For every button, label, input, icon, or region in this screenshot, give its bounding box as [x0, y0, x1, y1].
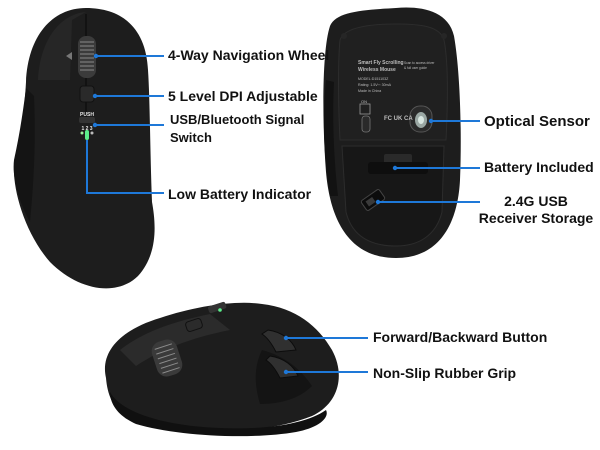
mouse-side-view — [104, 301, 339, 437]
sticker-origin: Made in China — [358, 89, 381, 93]
mouse-side-base — [110, 392, 327, 437]
battery-slot-ridge — [384, 154, 412, 164]
sticker-certification-marks: FC UK CA — [384, 116, 413, 122]
forward-button — [261, 329, 297, 353]
dpi-button — [79, 85, 95, 103]
mode-switch-button — [79, 117, 95, 123]
sticker-rating: Rating: 1.5V⎓ 30mA — [358, 83, 392, 87]
leader-low-battery — [86, 140, 164, 194]
sticker-scan-note-line1: Scan to access driver — [404, 61, 435, 65]
mouse-top-view — [13, 8, 155, 289]
label-optical-sensor: Optical Sensor — [484, 113, 590, 130]
side-dpi-button — [185, 318, 203, 332]
scroll-wheel-ridges — [80, 41, 94, 71]
bottom-sticker-text: Smart Fly Scrolling Wireless Mouse MODEL… — [358, 60, 435, 122]
label-forward-backward-button: Forward/Backward Button — [373, 329, 548, 345]
label-receiver-line1: 2.4G USB — [504, 193, 568, 209]
label-receiver-line2: Receiver Storage — [478, 210, 594, 226]
tilt-left-arrow-icon — [66, 52, 72, 60]
mode-numbers: 1 2 3 — [81, 126, 92, 132]
label-navigation-wheel: 4-Way Navigation Wheel — [168, 47, 330, 63]
power-switch — [361, 115, 371, 133]
mouse-top-highlight — [38, 12, 86, 80]
mode-indicator-dot-1 — [80, 131, 84, 135]
low-battery-led — [85, 130, 89, 140]
label-signal-switch-line2: Switch — [170, 130, 212, 145]
mouse-bottom-rubber-grip — [323, 80, 338, 196]
bottom-glide-pad-2 — [441, 33, 447, 39]
sticker-on-label: ON — [361, 99, 367, 104]
label-low-battery-indicator: Low Battery Indicator — [168, 186, 312, 202]
push-label: PUSH — [80, 112, 94, 118]
side-mode-button — [208, 301, 227, 314]
mouse-side-shell — [104, 302, 339, 431]
bottom-glide-pad-1 — [341, 33, 347, 39]
sticker-title-line2: Wireless Mouse — [358, 67, 396, 73]
mouse-top-markings: PUSH 1 2 3 — [80, 112, 94, 132]
label-dpi-adjustable: 5 Level DPI Adjustable — [168, 88, 318, 104]
mouse-bottom-view — [323, 7, 461, 258]
callout-dots — [92, 53, 434, 375]
label-signal-switch-line1: USB/Bluetooth Signal — [170, 112, 305, 127]
sticker-scan-note-line2: & full user guide — [404, 66, 427, 70]
optical-sensor — [409, 105, 433, 133]
mouse-top-left-grip — [13, 88, 35, 222]
side-indicator-led — [218, 308, 222, 312]
qr-code-icon — [359, 103, 371, 115]
side-scroll-wheel — [151, 339, 183, 377]
mode-indicator-dot-3 — [90, 131, 94, 135]
label-rubber-grip: Non-Slip Rubber Grip — [373, 365, 517, 381]
sticker-title-line1: Smart Fly Scrolling — [358, 60, 404, 66]
sticker-model: MODEL:D151103Z — [358, 77, 389, 81]
callout-lines — [86, 55, 480, 373]
usb-receiver — [360, 189, 386, 211]
label-battery-included: Battery Included — [484, 159, 594, 175]
